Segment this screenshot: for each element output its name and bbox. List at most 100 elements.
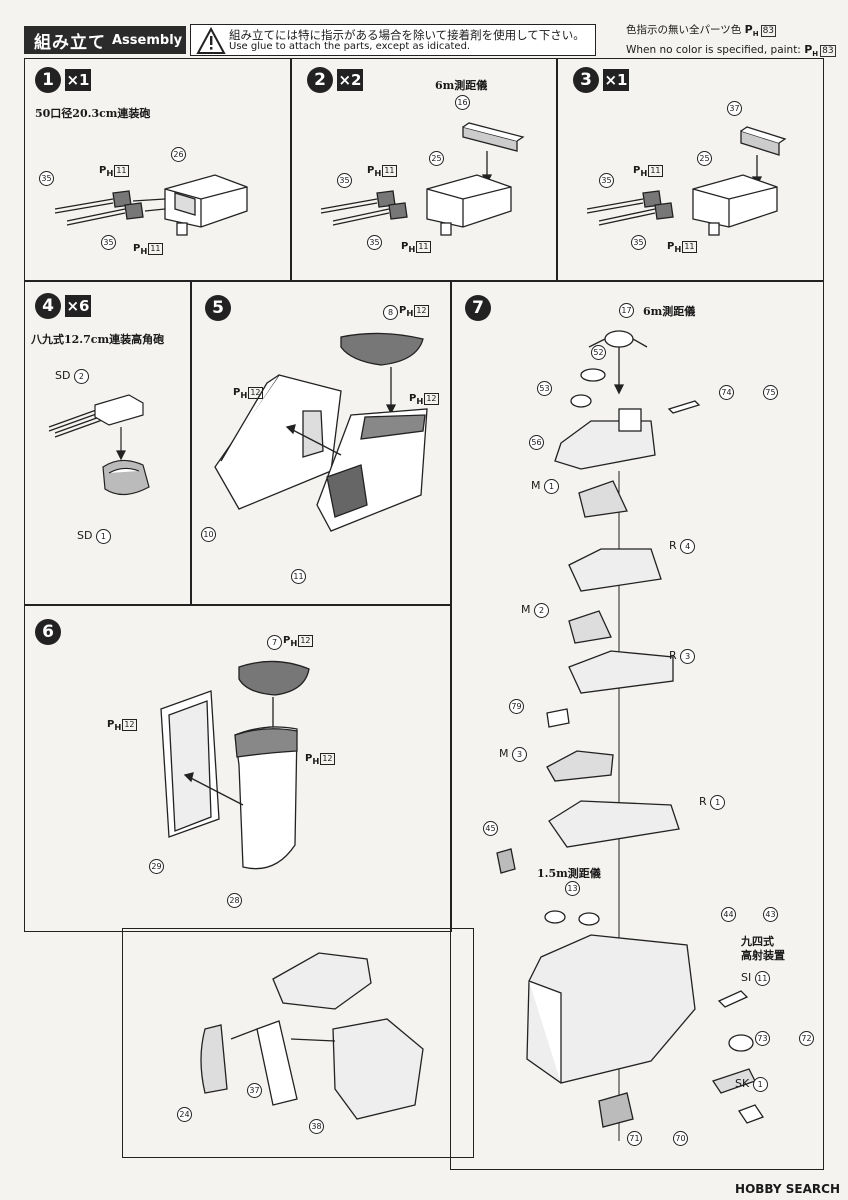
part-24: 24 — [177, 1107, 192, 1122]
bridge-lower-diagram — [160, 660, 310, 870]
title-en: Assembly — [112, 32, 183, 48]
part-43: 43 — [763, 907, 778, 922]
part-10: 10 — [201, 527, 216, 542]
part-75: 75 — [763, 385, 778, 400]
turret-rangefinder-diagram — [320, 122, 525, 236]
part-13: 13 — [565, 881, 580, 896]
turret-variant-diagram — [586, 126, 787, 236]
part-8: 8 — [383, 305, 398, 320]
part-72: 72 — [799, 1031, 814, 1046]
part-m-3: M 3 — [499, 747, 527, 762]
part-sd-1: SD 1 — [77, 529, 111, 544]
step-number: 1 — [35, 67, 61, 93]
step-multiplier: ×6 — [65, 295, 91, 317]
aa-director-caption-2: 高射装置 — [741, 949, 785, 962]
step-number: 5 — [205, 295, 231, 321]
step-number: 7 — [465, 295, 491, 321]
color-note-en: When no color is specified, paint: — [626, 44, 801, 57]
part-r-3: R 3 — [669, 649, 696, 664]
part-56: 56 — [529, 435, 544, 450]
turret-diagram — [54, 174, 248, 236]
part-25: 25 — [429, 151, 444, 166]
color-code: 83 — [760, 25, 777, 37]
part-71: 71 — [627, 1131, 642, 1146]
glue-notice-jp: 組み立てには特に指示がある場合を除いて接着剤を使用して下さい。 — [229, 28, 585, 42]
part-35: 35 — [367, 235, 382, 250]
part-si-11: SI 11 — [741, 971, 770, 986]
part-m-1: M 1 — [531, 479, 559, 494]
part-52: 52 — [591, 345, 606, 360]
part-37: 37 — [247, 1083, 262, 1098]
detail-inset-diagram — [200, 952, 424, 1120]
step-caption: 50口径20.3cm連装砲 — [35, 107, 151, 120]
paint-ph-icon: PH — [804, 43, 819, 59]
assembly-title: 組み立て Assembly — [24, 26, 186, 54]
part-29: 29 — [149, 859, 164, 874]
hobby-search-watermark: HOBBY SEARCH — [735, 1182, 840, 1196]
part-35: 35 — [39, 171, 54, 186]
part-r-1: R 1 — [699, 795, 726, 810]
step-caption: 6m測距儀 — [643, 305, 696, 318]
aa-director-caption-1: 九四式 — [741, 935, 774, 948]
part-7: 7 — [267, 635, 282, 650]
title-jp: 組み立て — [34, 32, 106, 53]
color-code: 83 — [820, 45, 836, 58]
paint-ph-icon: PH — [744, 23, 759, 39]
part-70: 70 — [673, 1131, 688, 1146]
part-35: 35 — [101, 235, 116, 250]
part-17: 17 — [619, 303, 634, 318]
part-44: 44 — [721, 907, 736, 922]
part-73: 73 — [755, 1031, 770, 1046]
detail-inset: 24 37 38 — [122, 928, 474, 1158]
aa-gun-diagram — [48, 394, 150, 496]
glue-notice: 組み立てには特に指示がある場合を除いて接着剤を使用して下さい。 Use glue… — [190, 24, 596, 56]
color-note-jp: 色指示の無い全パーツ色 — [626, 24, 742, 36]
part-38: 38 — [309, 1119, 324, 1134]
header: 組み立て Assembly 組み立てには特に指示がある場合を除いて接着剤を使用し… — [0, 0, 848, 60]
part-35: 35 — [599, 173, 614, 188]
step-multiplier: ×2 — [337, 69, 363, 91]
part-11: 11 — [291, 569, 306, 584]
part-37: 37 — [727, 101, 742, 116]
part-r-4: R 4 — [669, 539, 696, 554]
step-number: 2 — [307, 67, 333, 93]
part-28: 28 — [227, 893, 242, 908]
part-26: 26 — [171, 147, 186, 162]
part-79: 79 — [509, 699, 524, 714]
bridge-structure-diagram — [214, 332, 428, 532]
step-number: 3 — [573, 67, 599, 93]
part-sk-1: SK 1 — [735, 1077, 768, 1092]
step-caption: 6m測距儀 — [435, 79, 488, 92]
part-sd-2: SD 2 — [55, 369, 89, 384]
part-25: 25 — [697, 151, 712, 166]
step-number: 6 — [35, 619, 61, 645]
step-4-panel: 4 ×6 八九式12.7cm連装高角砲 SD 2 SD 1 — [24, 280, 192, 606]
glue-notice-en: Use glue to attach the parts, except as … — [229, 41, 471, 52]
step-caption: 八九式12.7cm連装高角砲 — [31, 333, 165, 346]
part-35: 35 — [337, 173, 352, 188]
part-45: 45 — [483, 821, 498, 836]
part-16: 16 — [455, 95, 470, 110]
part-74: 74 — [719, 385, 734, 400]
step-number: 4 — [35, 293, 61, 319]
rangefinder-small-caption: 1.5m測距儀 — [537, 867, 601, 880]
warning-icon — [196, 26, 226, 54]
part-35: 35 — [631, 235, 646, 250]
